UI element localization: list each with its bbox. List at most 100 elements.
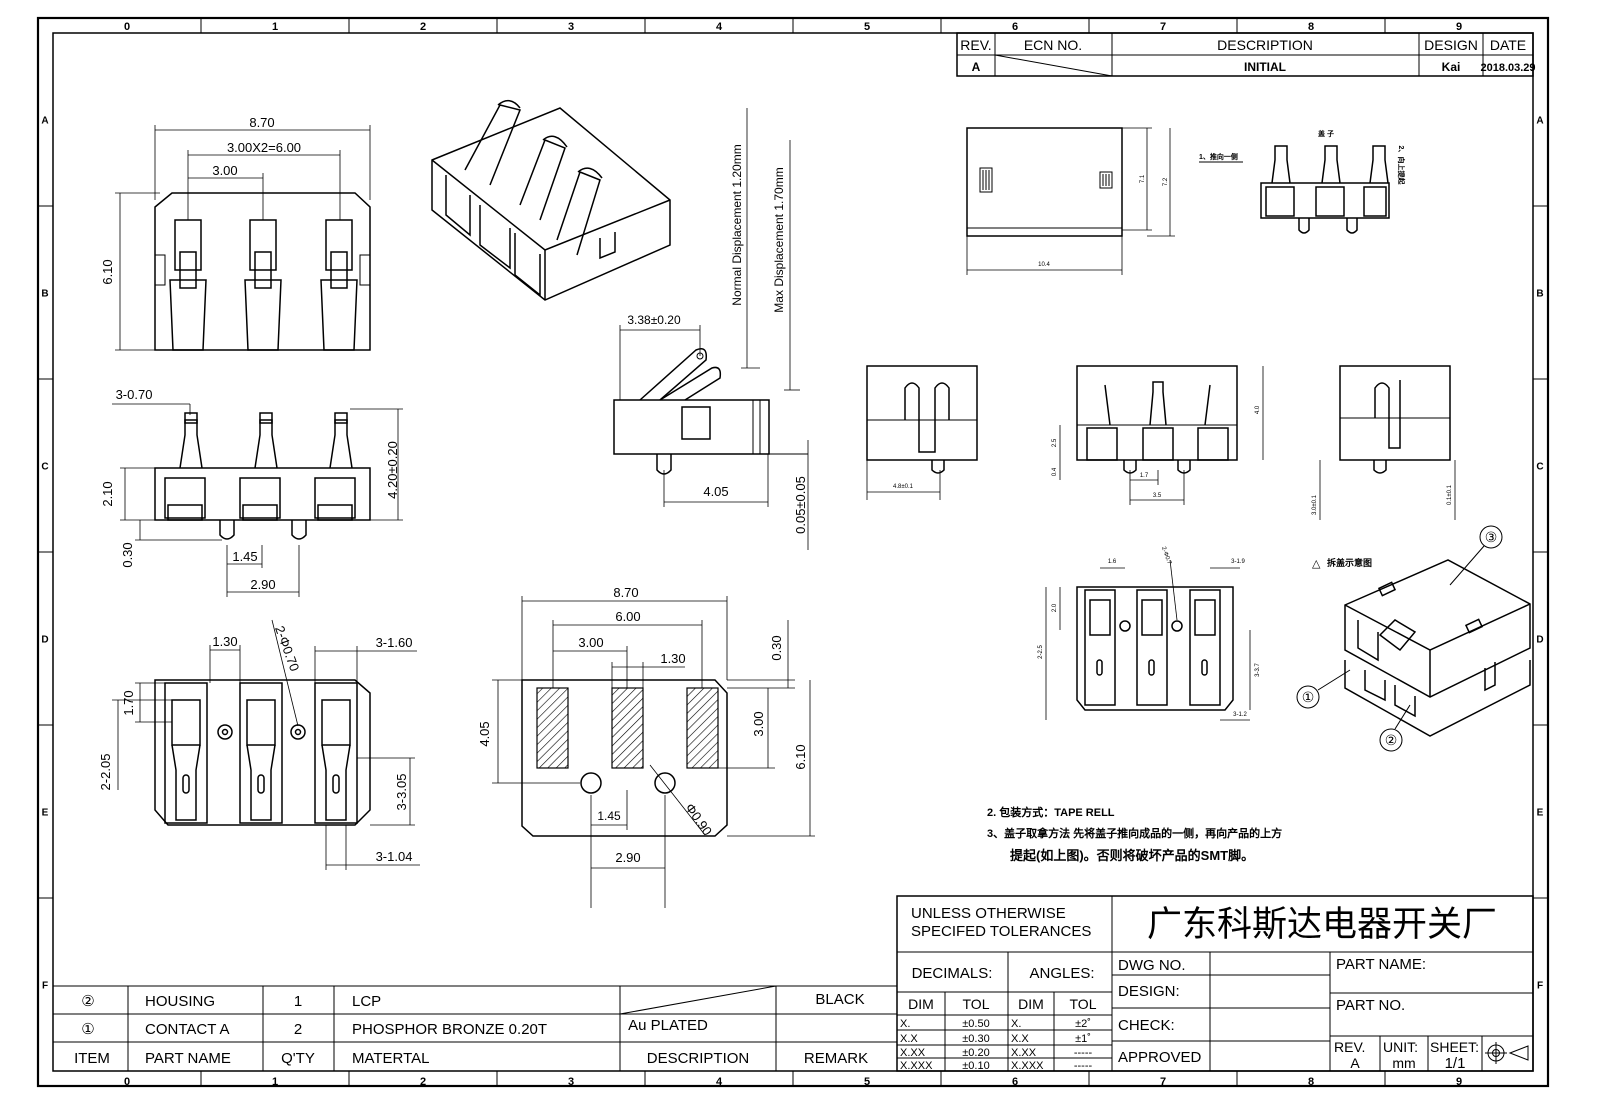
bom-header-qty: Q'TY xyxy=(281,1050,315,1067)
front-small-dim-f: 4.0 xyxy=(1255,405,1261,414)
land-outer-span-label: 6.00 xyxy=(615,609,640,624)
land-total-width-label: 8.70 xyxy=(613,585,638,600)
projection-symbol-icon xyxy=(1485,1042,1529,1064)
bom-row2-name: CONTACT A xyxy=(145,1021,229,1038)
angles-label: ANGLES: xyxy=(1029,965,1094,982)
grid-column-label: 6 xyxy=(1012,21,1018,33)
check-label: CHECK: xyxy=(1118,1017,1175,1034)
grid-row-label: E xyxy=(1537,808,1544,819)
front-peg-offset-label: 1.45 xyxy=(232,549,257,564)
land-hole-spacing-label: 2.90 xyxy=(615,850,640,865)
ang-tol-2: ±1˚ xyxy=(1075,1033,1091,1045)
side-contact-offset-label: 3.38±0.20 xyxy=(627,313,681,327)
bom-header-remark: REMARK xyxy=(804,1050,868,1067)
end-view-small: 3.0±0.1 0.1±0.1 xyxy=(1312,365,1456,520)
grid-column-label: 0 xyxy=(124,21,130,33)
end-small-dim-g: 3.0±0.1 xyxy=(1312,494,1318,515)
grid-column-label: 5 xyxy=(864,1076,870,1088)
bottom-pad-bottom-label: 3-1.04 xyxy=(376,849,413,864)
grid-row-label: B xyxy=(41,289,48,300)
bottom-pad-label: 3-1.60 xyxy=(376,635,413,650)
tol-header-decimal: TOL xyxy=(963,996,990,1012)
end-small-dim-h: 0.1±0.1 xyxy=(1447,484,1453,505)
side-peg-distance-label: 4.05 xyxy=(703,484,728,499)
land-pad-offset-label: 4.05 xyxy=(477,721,492,746)
land-hole-offset-label: 1.45 xyxy=(597,809,621,823)
unit-value: mm xyxy=(1392,1055,1415,1071)
land-total-height-label: 6.10 xyxy=(793,744,808,769)
rev-value: A xyxy=(1350,1055,1360,1071)
rev-value: A xyxy=(972,60,981,74)
grid-row-label: B xyxy=(1536,289,1543,300)
grid-column-label: 9 xyxy=(1456,1076,1462,1088)
title-block: UNLESS OTHERWISE SPECIFED TOLERANCES 广东科… xyxy=(896,895,1534,1072)
bom-table: ② HOUSING 1 LCP BLACK ① CONTACT A 2 PHOS… xyxy=(53,985,897,1071)
dec-dim-2: X.X xyxy=(900,1033,918,1045)
front-body-height-label: 2.10 xyxy=(100,481,115,506)
bom-row2-qty: 2 xyxy=(294,1021,302,1038)
dim-header-angle: DIM xyxy=(1018,996,1044,1012)
sheet-value: 1/1 xyxy=(1445,1055,1466,1072)
bom-header-material: MATERTAL xyxy=(352,1050,430,1067)
side-coplanarity-label: 0.05±0.05 xyxy=(793,476,808,534)
cover-h2-label: 7.2 xyxy=(1163,177,1169,186)
top-width-label: 8.70 xyxy=(249,115,274,130)
bottom-small-dim-m: 2-2.5 xyxy=(1038,645,1044,659)
front-peg-spacing-label: 2.90 xyxy=(250,577,275,592)
cover-label: 盖 子 xyxy=(1318,129,1334,138)
dec-dim-3: X.XX xyxy=(900,1047,926,1059)
land-pattern-view: 8.70 6.00 3.00 1.30 0.30 3.00 4.05 6.10 … xyxy=(477,585,815,908)
cover-removal-view: 1、推向一侧 盖 子 2、向上提起 xyxy=(1199,129,1406,234)
grid-column-label: 8 xyxy=(1308,21,1314,33)
bottom-pad-width-label: 1.30 xyxy=(212,634,237,649)
grid-column-label: 4 xyxy=(716,21,723,33)
bottom-view-small: 1.6 2-Φ0.7 3-1.9 2.0 2-2.5 3-3.7 3-1.2 xyxy=(1038,546,1261,721)
note-cover-method-cont: 提起(如上图)。否则将破坏产品的SMT脚。 xyxy=(1010,848,1254,863)
cover-top-view: 10.4 7.1 7.2 xyxy=(966,127,1175,275)
top-height-label: 6.10 xyxy=(100,259,115,284)
front-small-dim-e: 3.5 xyxy=(1153,493,1162,499)
balloon-3: ③ xyxy=(1485,529,1498,545)
approved-label: APPROVED xyxy=(1118,1049,1202,1066)
bottom-small-dim-l: 2.0 xyxy=(1052,603,1058,612)
ang-dim-4: X.XXX xyxy=(1011,1060,1044,1072)
bom-header-item: ITEM xyxy=(74,1050,110,1067)
bom-header-name: PART NAME xyxy=(145,1050,231,1067)
bottom-view: 1.30 2-Φ0.70 3-1.60 1.70 2-2.05 3-3.05 3… xyxy=(98,619,420,870)
grid-row-label: A xyxy=(1536,116,1543,127)
dec-tol-4: ±0.10 xyxy=(962,1060,989,1072)
bottom-hole-callout-label: 2-Φ0.70 xyxy=(272,624,302,674)
land-pitch-label: 3.00 xyxy=(578,635,603,650)
bom-row2-item: ① xyxy=(81,1021,94,1038)
grid-column-label: 4 xyxy=(716,1076,723,1088)
ang-tol-1: ±2˚ xyxy=(1075,1018,1091,1030)
bom-row1-name: HOUSING xyxy=(145,993,215,1010)
side-small-dim-label: 4.8±0.1 xyxy=(893,484,914,490)
notes: 2. 包装方式：TAPE RELL 3、盖子取拿方法 先将盖子推向成品的一侧，再… xyxy=(987,805,1282,863)
balloon-2: ② xyxy=(1385,732,1398,748)
balloon-1: ① xyxy=(1302,689,1315,705)
date-value: 2018.03.29 xyxy=(1480,62,1535,74)
description-header: DESCRIPTION xyxy=(1217,37,1313,53)
side-view-small: 4.8±0.1 xyxy=(866,365,978,500)
revision-block: REV. ECN NO. DESCRIPTION DESIGN DATE A I… xyxy=(956,32,1536,77)
front-height-total-label: 4.20±0.20 xyxy=(385,441,400,499)
grid-row-label: C xyxy=(41,462,48,473)
tolerance-heading-2: SPECIFED TOLERANCES xyxy=(911,923,1091,940)
bottom-small-dim-i: 1.6 xyxy=(1108,559,1117,565)
grid-column-label: 1 xyxy=(272,1076,278,1088)
tol-header-angle: TOL xyxy=(1070,996,1097,1012)
grid-column-label: 6 xyxy=(1012,1076,1018,1088)
ang-dim-2: X.X xyxy=(1011,1033,1029,1045)
sheet-label: SHEET: xyxy=(1430,1039,1479,1055)
side-max-displacement-label: Max Displacement 1.70mm xyxy=(772,167,786,312)
grid-column-label: 9 xyxy=(1456,21,1462,33)
part-no-label: PART NO. xyxy=(1336,997,1405,1014)
side-normal-displacement-label: Normal Displacement 1.20mm xyxy=(730,144,744,305)
front-view-small: 2.5 0.4 1.7 3.5 4.0 xyxy=(1052,365,1264,505)
ang-dim-1: X. xyxy=(1011,1018,1021,1030)
grid-column-label: 7 xyxy=(1160,21,1166,33)
side-view: Normal Displacement 1.20mm Max Displacem… xyxy=(613,108,809,550)
